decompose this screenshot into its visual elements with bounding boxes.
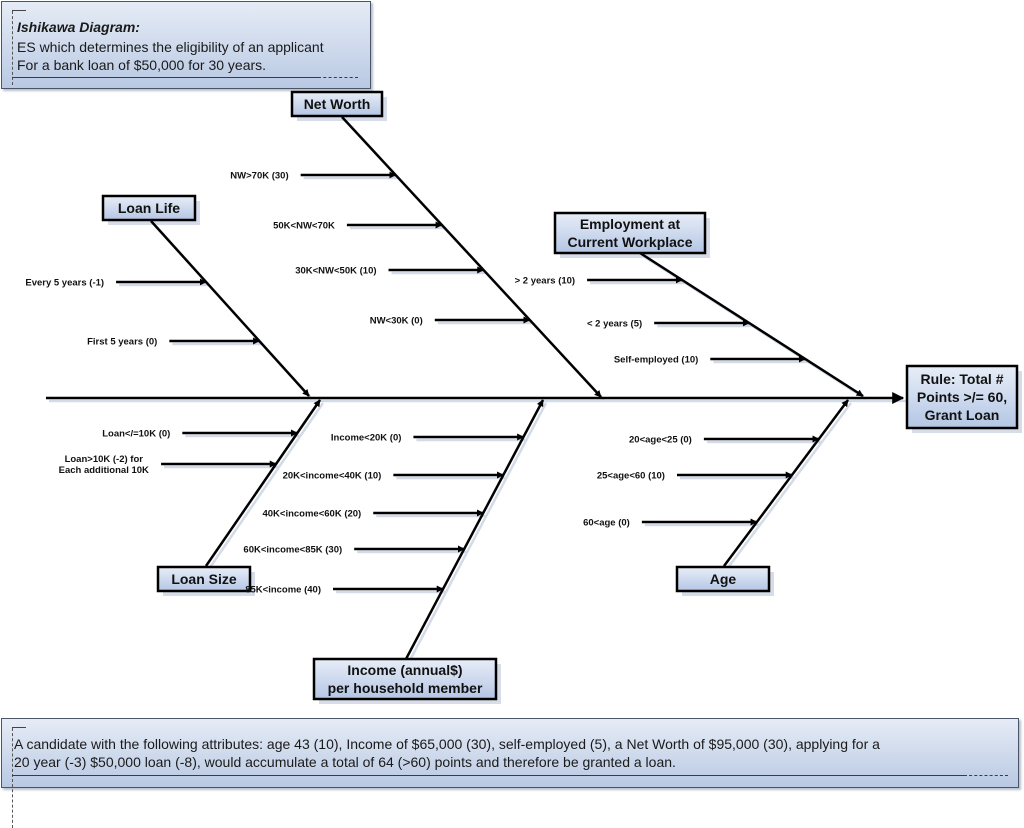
cause-label-loan-life-line: Every 5 years (-1) [25,278,104,289]
cause-label-loan-life: First 5 years (0) [87,337,157,348]
category-box-net-worth-label: Net Worth [304,96,371,112]
cause-label-income-line: 60K<income<85K (30) [243,545,342,556]
note-corner-mark [12,10,26,11]
cause-label-age-line: 20<age<25 (0) [629,435,692,446]
cause-label-net-worth-line: 50K<NW<70K [273,221,335,232]
category-box-loan-size [156,565,252,593]
bone-net-worth [341,116,602,398]
cause-label-age-line: 25<age<60 (10) [597,471,665,482]
cause-label-income: 20K<income<40K (10) [283,471,382,482]
cause-label-employment-line: Self-employed (10) [614,355,698,366]
cause-label-employment: < 2 years (5) [587,319,642,330]
example-text-line2: 20 year (-3) $50,000 loan (-8), would ac… [14,754,676,770]
cause-label-net-worth: 30K<NW<50K (10) [295,266,376,277]
category-box-age-label: Age [710,571,737,587]
effect-box-label-line: Grant Loan [925,407,1000,423]
cause-label-net-worth: NW>70K (30) [230,171,288,182]
cause-label-loan-size-line: Loan</=10K (0) [102,429,170,440]
category-box-employment [553,211,707,255]
effect-box-label-line: Rule: Total # [921,371,1004,387]
cause-label-loan-life-line: First 5 years (0) [87,337,157,348]
cause-label-net-worth-line: 30K<NW<50K (10) [295,266,376,277]
bone-income [404,399,545,660]
cause-label-net-worth-line: NW>70K (30) [230,171,288,182]
category-box-income-label-line: per household member [328,680,483,696]
diagram-title: Ishikawa Diagram: [17,19,140,35]
note-underline-dashed [318,77,358,78]
bone-loan-size-shadow [207,402,325,570]
category-box-employment-label-line: Employment at [580,216,681,232]
cause-label-income: 40K<income<60K (20) [262,509,361,520]
category-box-net-worth-label-line: Net Worth [304,96,371,112]
bone-age-shadow [725,402,853,570]
category-box-income-label-line: Income (annual$) [347,662,462,678]
note-dashed-guide [12,728,13,828]
cause-label-employment-line: < 2 years (5) [587,319,642,330]
cause-label-net-worth: NW<30K (0) [370,316,423,327]
note-dashed-guide [12,11,13,85]
cause-label-age-line: 60<age (0) [583,518,630,529]
title-note: Ishikawa Diagram: ES which determines th… [1,1,371,89]
category-box-employment-label-line: Current Workplace [568,234,693,250]
note-underline-dashed [964,775,1008,776]
cause-label-income-line: 20K<income<40K (10) [283,471,382,482]
cause-label-employment-line: > 2 years (10) [515,276,575,287]
category-box-employment-label: Employment at Current Workplace [568,216,693,250]
category-box-age [675,565,771,593]
effect-box-label-line: Points >/= 60, [917,389,1007,405]
bone-employment [639,251,864,398]
example-note: A candidate with the following attribute… [1,718,1019,828]
category-box-loan-life [101,194,197,222]
category-box-age-label-line: Age [710,571,737,587]
category-box-loan-life-label: Loan Life [118,200,180,216]
cause-label-age: 60<age (0) [583,518,630,529]
cause-label-loan-size-line: Each additional 10K [59,465,149,476]
bone-age [722,399,850,567]
cause-label-income: Income<20K (0) [331,433,402,444]
bone-loan-size [204,399,322,567]
cause-label-age: 25<age<60 (10) [597,471,665,482]
cause-label-income-line: Income<20K (0) [331,433,402,444]
category-box-income [312,657,498,701]
category-box-loan-size-label: Loan Size [171,571,237,587]
note-underline [12,775,964,776]
cause-label-age: 20<age<25 (0) [629,435,692,446]
cause-label-income: 60K<income<85K (30) [243,545,342,556]
diagram-subtitle-line1: ES which determines the eligibility of a… [17,39,324,55]
example-text-line1: A candidate with the following attribute… [14,736,880,752]
bone-loan-life [150,220,310,397]
cause-label-loan-size-line: Loan>10K (-2) for [65,454,144,465]
note-underline [12,77,318,78]
cause-label-loan-life: Every 5 years (-1) [25,278,104,289]
cause-label-employment: Self-employed (10) [614,355,698,366]
cause-label-income: 85K<income (40) [245,585,321,596]
effect-box-label: Rule: Total # Points >/= 60, Grant Loan [917,371,1007,423]
category-box-loan-life-label-line: Loan Life [118,200,180,216]
cause-label-net-worth-line: NW<30K (0) [370,316,423,327]
category-box-net-worth [290,90,384,118]
note-corner-mark [12,727,26,728]
diagram-subtitle-line2: For a bank loan of $50,000 for 30 years. [17,57,267,73]
cause-label-income-line: 85K<income (40) [245,585,321,596]
cause-label-income-line: 40K<income<60K (20) [262,509,361,520]
effect-box [905,364,1019,430]
cause-label-loan-size: Loan</=10K (0) [102,429,170,440]
bone-income-shadow [407,402,548,663]
cause-label-net-worth: 50K<NW<70K [273,221,335,232]
category-box-loan-size-label-line: Loan Size [171,571,237,587]
category-box-income-label: Income (annual$) per household member [328,662,483,696]
cause-label-employment: > 2 years (10) [515,276,575,287]
